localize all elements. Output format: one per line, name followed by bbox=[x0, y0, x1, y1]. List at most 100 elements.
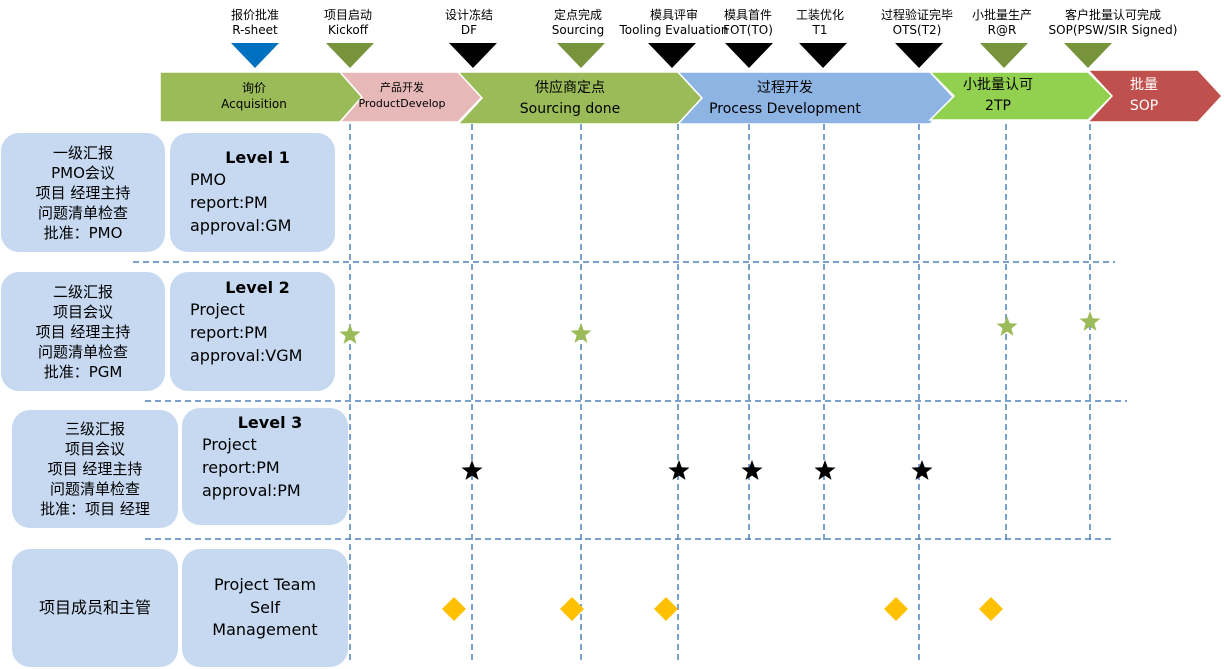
phase-en: 2TP bbox=[985, 98, 1011, 114]
milestone-label-sourcing: 定点完成 Sourcing bbox=[552, 8, 604, 38]
level-title: Level 1 bbox=[225, 148, 290, 167]
star-icon bbox=[339, 324, 361, 344]
star-icon bbox=[911, 460, 933, 480]
level-3-box: Level 3 Project report:PM approval:PM bbox=[182, 408, 348, 525]
phase-en: Acquisition bbox=[221, 97, 287, 111]
milestone-label-r-at-r: 小批量生产 R@R bbox=[972, 8, 1032, 38]
diamond-icon bbox=[560, 597, 584, 621]
desc-line: 一级汇报 bbox=[52, 143, 113, 162]
milestone-cn: 过程验证完毕 bbox=[880, 8, 954, 22]
milestone-triangle-t1 bbox=[799, 43, 847, 68]
milestone-en: T1 bbox=[812, 23, 828, 37]
milestone-triangle-fot bbox=[725, 43, 773, 68]
phase-cn: 供应商定点 bbox=[534, 80, 605, 96]
milestone-label-r-sheet: 报价批准 R-sheet bbox=[231, 8, 279, 38]
team-line: Project Team bbox=[213, 575, 317, 595]
milestone-triangle-r-sheet bbox=[231, 43, 279, 68]
desc-line: 二级汇报 bbox=[52, 282, 113, 301]
phase-label-sop: 批量 SOP bbox=[1130, 75, 1158, 117]
desc-line: 项目成员和主管 bbox=[38, 598, 151, 617]
desc-line: 批准：PMO bbox=[43, 223, 123, 242]
milestone-cn: 定点完成 bbox=[553, 8, 603, 22]
phase-cn: 小批量认可 bbox=[963, 77, 1033, 93]
level-line: report:PM bbox=[190, 323, 268, 342]
milestone-en: SOP(PSW/SIR Signed) bbox=[1048, 23, 1178, 37]
milestone-en: DF bbox=[460, 23, 478, 37]
desc-line: 问题清单检查 bbox=[49, 480, 140, 498]
milestone-label-df: 设计冻结 DF bbox=[445, 8, 493, 38]
report-level-3-description: 三级汇报 项目会议 项目 经理主持 问题清单检查 批准：项目 经理 bbox=[12, 410, 178, 528]
phase-label-2tp: 小批量认可 2TP bbox=[963, 75, 1033, 117]
star-icon bbox=[668, 460, 690, 480]
milestone-en: R-sheet bbox=[232, 23, 278, 37]
diamond-icon bbox=[979, 597, 1003, 621]
report-level-2-description: 二级汇报 项目会议 项目 经理主持 问题清单检查 批准：PGM bbox=[1, 272, 165, 391]
diamond-icon bbox=[654, 597, 678, 621]
milestone-triangle-r-at-r bbox=[980, 43, 1028, 68]
level-line: Project bbox=[202, 435, 257, 454]
milestone-label-sop: 客户批量认可完成 SOP(PSW/SIR Signed) bbox=[1049, 8, 1178, 38]
level-line: report:PM bbox=[202, 458, 280, 477]
desc-line: 项目会议 bbox=[64, 440, 125, 458]
phase-en: Process Development bbox=[709, 101, 861, 117]
level-title: Level 3 bbox=[237, 413, 303, 432]
milestone-triangle-sourcing bbox=[557, 43, 605, 68]
star-icon bbox=[741, 460, 763, 480]
team-line: Self bbox=[249, 597, 281, 617]
phase-en: Sourcing done bbox=[519, 101, 621, 117]
phase-cn: 产品开发 bbox=[380, 81, 424, 94]
star-icon bbox=[1079, 311, 1101, 331]
milestone-en: OTS(T2) bbox=[892, 23, 942, 37]
milestone-label-ots: 过程验证完毕 OTS(T2) bbox=[881, 8, 953, 38]
phase-label-product-develop: 产品开发 ProductDevelop bbox=[358, 80, 445, 112]
phase-label-process-development: 过程开发 Process Development bbox=[709, 78, 861, 120]
milestone-cn: 模具首件 bbox=[723, 8, 773, 22]
star-icon bbox=[996, 316, 1018, 336]
diamond-icon bbox=[884, 597, 908, 621]
milestone-cn: 报价批准 bbox=[230, 8, 280, 22]
milestone-en: FOT(TO) bbox=[723, 23, 773, 37]
star-icon bbox=[461, 460, 483, 480]
milestone-triangle-tooling-evaluation bbox=[648, 43, 696, 68]
milestone-cn: 工装优化 bbox=[795, 8, 845, 22]
desc-line: PMO会议 bbox=[51, 163, 115, 182]
milestone-triangle-kickoff bbox=[326, 43, 374, 68]
milestone-cn: 项目启动 bbox=[323, 8, 373, 22]
level-1-box: Level 1 PMO report:PM approval:GM bbox=[170, 133, 335, 252]
diamond-icon bbox=[442, 597, 466, 621]
desc-line: 问题清单检查 bbox=[37, 203, 128, 222]
phase-label-acquisition: 询价 Acquisition bbox=[221, 80, 287, 112]
level-line: report:PM bbox=[190, 193, 268, 212]
phase-en: ProductDevelop bbox=[358, 97, 446, 110]
level-line: approval:GM bbox=[190, 216, 292, 235]
phase-en: SOP bbox=[1129, 98, 1159, 114]
phase-cn: 询价 bbox=[241, 81, 267, 95]
milestone-cn: 模具评审 bbox=[649, 8, 698, 22]
milestone-en: R@R bbox=[987, 23, 1017, 37]
level-line: PMO bbox=[190, 170, 227, 189]
star-icon bbox=[570, 323, 592, 343]
level-line: approval:VGM bbox=[190, 346, 303, 365]
milestone-triangle-sop bbox=[1064, 43, 1112, 68]
desc-line: 项目 经理主持 bbox=[47, 460, 143, 478]
phase-arrow-sop bbox=[1086, 69, 1224, 123]
milestone-cn: 小批量生产 bbox=[971, 8, 1033, 22]
star-icon bbox=[814, 460, 836, 480]
milestone-label-kickoff: 项目启动 Kickoff bbox=[324, 8, 372, 38]
milestone-cn: 设计冻结 bbox=[444, 8, 494, 22]
milestone-cn: 客户批量认可完成 bbox=[1064, 8, 1161, 22]
milestone-label-t1: 工装优化 T1 bbox=[796, 8, 844, 38]
phase-cn: 过程开发 bbox=[757, 80, 813, 96]
report-level-1-description: 一级汇报 PMO会议 项目 经理主持 问题清单检查 批准：PMO bbox=[1, 133, 165, 252]
desc-line: 项目 经理主持 bbox=[35, 183, 131, 202]
phase-cn: 批量 bbox=[1129, 77, 1158, 93]
desc-line: 批准：PGM bbox=[43, 362, 123, 381]
desc-line: 项目 经理主持 bbox=[35, 322, 131, 341]
milestone-en: Sourcing bbox=[551, 23, 605, 37]
phase-arrow-2tp bbox=[928, 71, 1114, 121]
desc-line: 问题清单检查 bbox=[37, 342, 128, 361]
milestone-label-tooling-evaluation: 模具评审 Tooling Evaluation bbox=[620, 8, 729, 38]
milestone-triangle-df bbox=[449, 43, 497, 68]
phase-label-sourcing-done: 供应商定点 Sourcing done bbox=[520, 78, 621, 120]
